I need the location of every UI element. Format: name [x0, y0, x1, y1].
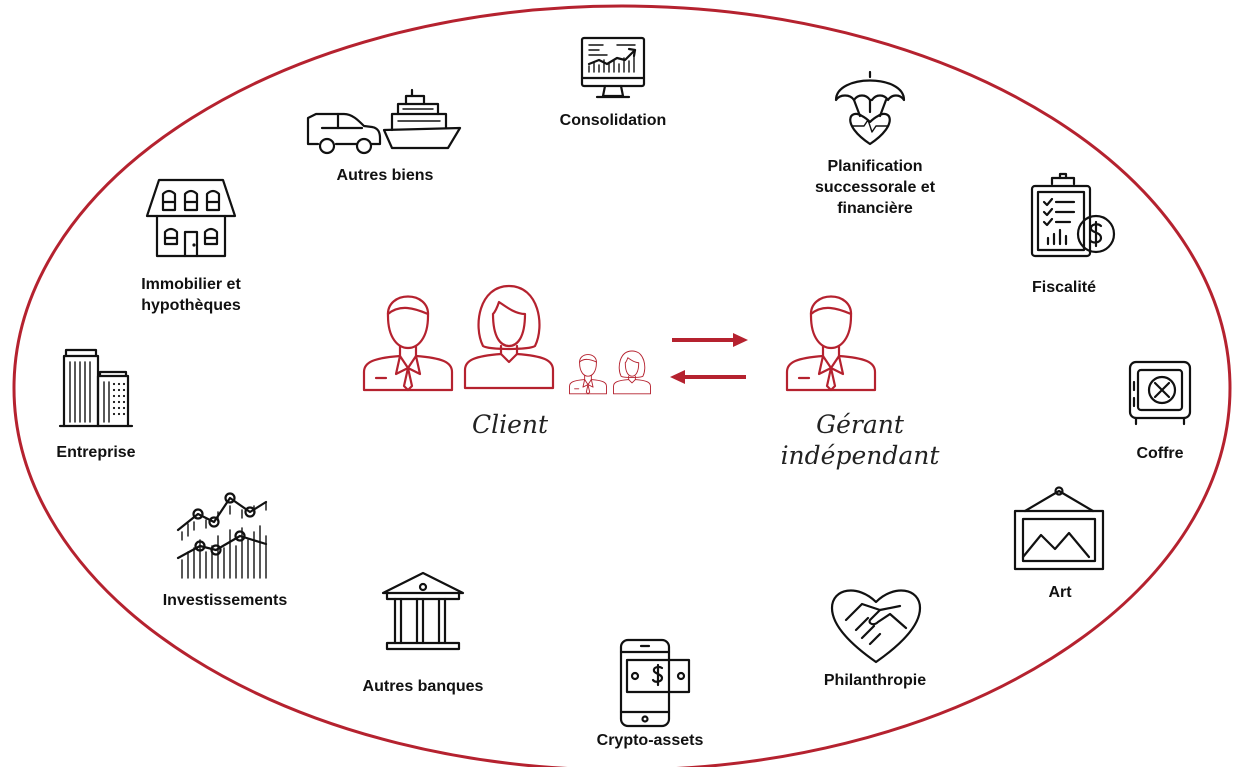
planification-label-line1: Planification	[827, 158, 923, 175]
fiscalite-label: Fiscalité	[1031, 279, 1097, 296]
arrow-to-manager-icon	[672, 333, 748, 347]
buildings-icon	[58, 348, 134, 428]
philanthropie-label: Philanthropie	[823, 672, 927, 689]
immobilier-label-line1: Immobilier et	[141, 276, 241, 293]
immobilier-label: Immobilier et hypothèques	[116, 274, 266, 316]
bank-icon	[381, 571, 465, 651]
manager-label-line2: indépendant	[780, 441, 940, 470]
client-man-icon	[362, 295, 454, 392]
crypto-assets-label: Crypto-assets	[596, 732, 704, 749]
child-girl-icon	[613, 350, 651, 395]
monitor-chart-icon	[580, 36, 646, 99]
autres-banques-label: Autres banques	[362, 678, 484, 695]
umbrella-heart-icon	[834, 70, 906, 146]
planification-label-line2: successorale et	[814, 179, 936, 196]
client-woman-icon	[463, 284, 555, 390]
car-ship-icon	[306, 88, 462, 155]
phone-money-icon	[619, 638, 691, 728]
house-icon	[145, 178, 237, 258]
coffre-label: Coffre	[1136, 445, 1184, 462]
consolidation-label: Consolidation	[559, 112, 667, 129]
manager-label: Gérant indépendant	[760, 409, 960, 471]
safe-icon	[1128, 360, 1192, 426]
arrow-to-client-icon	[670, 370, 746, 384]
manager-icon	[785, 295, 877, 392]
client-label: Client	[471, 410, 549, 439]
entreprise-label: Entreprise	[56, 444, 136, 461]
autres-biens-label: Autres biens	[336, 167, 434, 184]
heart-handshake-icon	[830, 589, 922, 664]
child-boy-icon	[569, 354, 607, 395]
manager-label-line1: Gérant	[816, 410, 904, 439]
planification-label-line3: financière	[837, 200, 913, 217]
immobilier-label-line2: hypothèques	[141, 297, 241, 314]
framed-picture-icon	[1013, 486, 1105, 571]
investissements-label: Investissements	[162, 592, 288, 609]
planification-label: Planification successorale et financière	[800, 156, 950, 219]
line-chart-icon	[176, 492, 268, 579]
art-label: Art	[1048, 584, 1072, 601]
clipboard-dollar-icon	[1030, 172, 1116, 258]
ecosystem-ellipse	[12, 4, 1232, 767]
